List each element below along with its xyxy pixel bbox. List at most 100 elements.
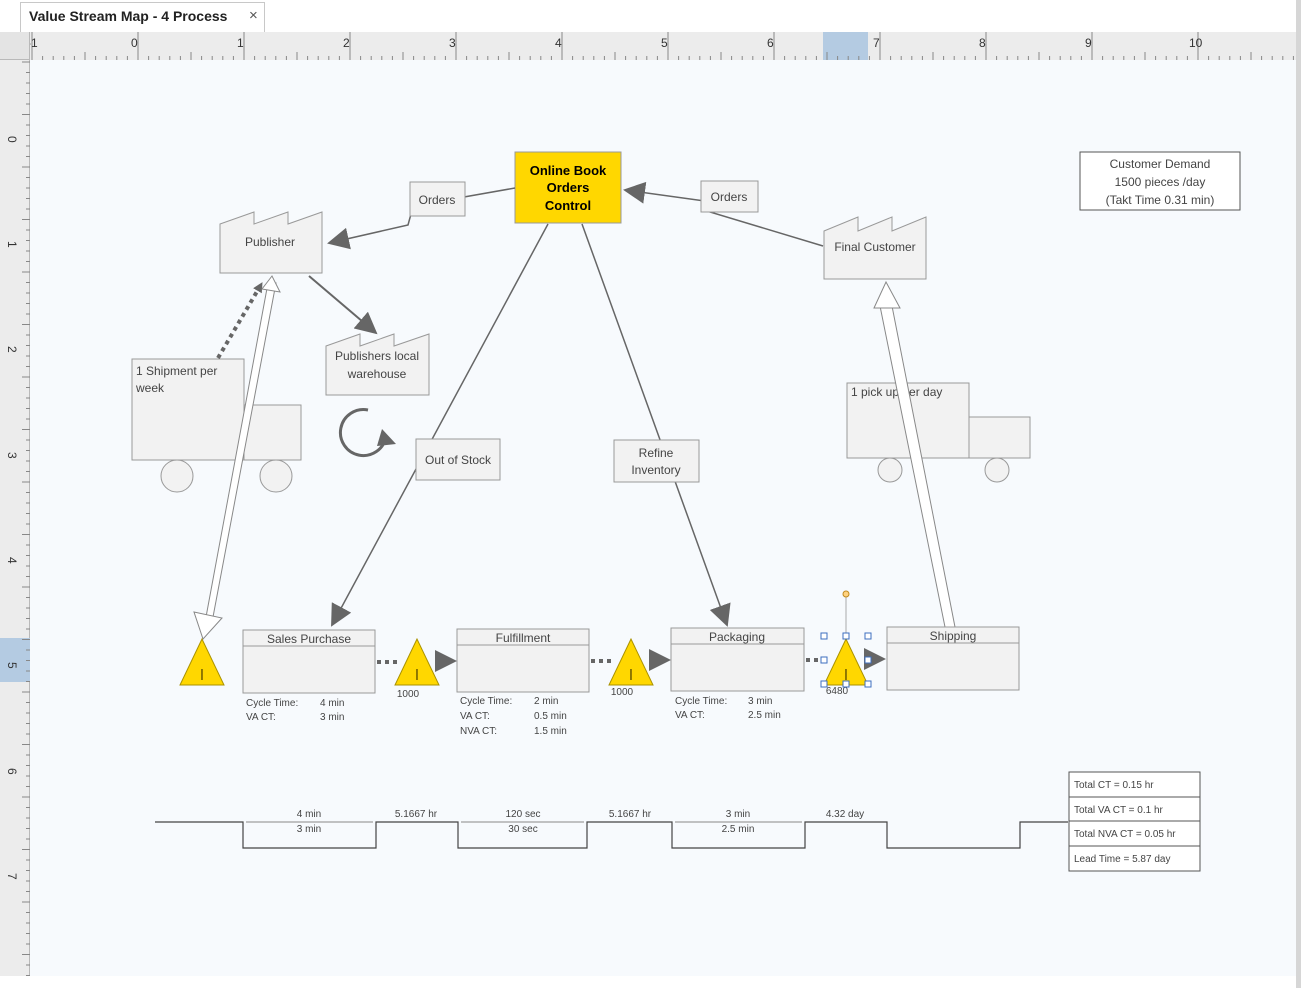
metric-label: VA CT: xyxy=(460,711,490,722)
metric-value: 4 min xyxy=(320,698,344,709)
schedule-arrow-to-packaging[interactable] xyxy=(581,223,731,627)
refine-inventory-label-line-2: Inventory xyxy=(631,463,680,477)
publisher-label: Publisher xyxy=(245,235,295,249)
timeline-wait-time: 4.32 day xyxy=(826,809,864,820)
ruler-corner xyxy=(0,32,30,60)
refresh-cycle-icon xyxy=(339,408,388,458)
ruler-label: 8 xyxy=(979,36,986,50)
metric-value: 3 min xyxy=(748,696,772,707)
total-nva-ct: Total NVA CT = 0.05 hr xyxy=(1074,829,1176,840)
inventory-marker: I xyxy=(844,667,848,684)
publisher-factory[interactable] xyxy=(219,211,323,274)
control-line-1: Online Book xyxy=(530,163,607,178)
metric-label: Cycle Time: xyxy=(246,698,298,709)
totals-table[interactable] xyxy=(1068,771,1201,872)
orders-label: Orders xyxy=(711,190,748,204)
shipment-arrow-left[interactable] xyxy=(193,275,281,640)
process-box[interactable] xyxy=(670,627,805,692)
inventory-triangle[interactable]: I xyxy=(179,637,225,686)
orders-label-box[interactable] xyxy=(409,181,466,217)
ruler-label: 6 xyxy=(5,768,19,775)
horizontal-ruler-graphics: -1 0 1 2 3 4 5 6 7 8 9 10 xyxy=(27,32,1294,60)
ruler-label: 7 xyxy=(873,36,880,50)
bottom-strip xyxy=(0,976,1296,988)
ruler-highlight xyxy=(0,638,30,682)
out-of-stock-label-box[interactable] xyxy=(415,438,501,481)
ruler-highlight xyxy=(823,32,868,60)
ruler-label: 0 xyxy=(5,136,19,143)
process-name: Fulfillment xyxy=(496,631,551,645)
customer-demand-line-1: Customer Demand xyxy=(1110,157,1211,171)
vertical-ruler-graphics: 0 1 2 3 4 5 6 7 xyxy=(0,61,30,976)
schedule-arrow-to-sales[interactable] xyxy=(331,223,549,627)
metric-label: VA CT: xyxy=(675,710,705,721)
pull-dotted-arrow[interactable] xyxy=(216,281,264,360)
selection-handles[interactable] xyxy=(820,590,872,688)
ruler-label: 5 xyxy=(661,36,668,50)
ruler-label: 1 xyxy=(237,36,244,50)
customer-demand-box[interactable] xyxy=(1079,151,1241,211)
inventory-triangle[interactable]: I xyxy=(608,637,654,686)
control-line-2: Orders xyxy=(547,180,590,195)
process-name: Sales Purchase xyxy=(267,632,351,646)
inventory-count: 1000 xyxy=(611,687,634,698)
timeline-process-time: 120 sec xyxy=(505,809,540,820)
production-control-box[interactable] xyxy=(514,151,622,224)
inventory-marker: I xyxy=(629,667,633,684)
refine-inventory-label-line-1: Refine xyxy=(639,446,674,460)
timeline-process-time: 3 min xyxy=(726,809,750,820)
ruler-label: 2 xyxy=(343,36,350,50)
metric-label: VA CT: xyxy=(246,712,276,723)
final-customer-factory[interactable] xyxy=(823,216,927,280)
warehouse-label-line-2: warehouse xyxy=(347,367,407,381)
left-truck-label-line-2: week xyxy=(135,381,165,395)
lead-time: Lead Time = 5.87 day xyxy=(1074,854,1170,865)
document-tab[interactable]: Value Stream Map - 4 Process × xyxy=(20,2,265,32)
process-box[interactable] xyxy=(456,628,590,693)
ruler-label: 6 xyxy=(767,36,774,50)
total-va-ct: Total VA CT = 0.1 hr xyxy=(1074,805,1164,816)
close-icon[interactable]: × xyxy=(249,7,258,24)
ruler-label: 3 xyxy=(449,36,456,50)
out-of-stock-label: Out of Stock xyxy=(425,453,492,467)
tab-title: Value Stream Map - 4 Process xyxy=(29,8,228,24)
inventory-count: 1000 xyxy=(397,689,420,700)
customer-demand-line-3: (Takt Time 0.31 min) xyxy=(1106,193,1215,207)
left-truck-label-line-1: 1 Shipment per xyxy=(136,364,217,378)
orders-label-box[interactable] xyxy=(700,180,759,213)
ruler-label: 9 xyxy=(1085,36,1092,50)
metric-value: 0.5 min xyxy=(534,711,567,722)
inventory-count: 6480 xyxy=(826,686,849,697)
tab-bar: Value Stream Map - 4 Process × xyxy=(0,0,1301,33)
timeline-va-time: 3 min xyxy=(297,824,321,835)
right-truck-label: 1 pick up per day xyxy=(851,385,942,399)
inventory-marker: I xyxy=(415,667,419,684)
drawing-canvas[interactable]: Online Book Orders Control Customer Dema… xyxy=(30,60,1296,976)
timeline-ladder[interactable] xyxy=(155,821,1068,849)
process-box[interactable] xyxy=(886,626,1020,691)
publishers-warehouse-factory[interactable] xyxy=(325,333,430,396)
ruler-ticks xyxy=(22,61,30,976)
publisher-to-warehouse-arrow[interactable] xyxy=(308,275,378,335)
metric-value: 3 min xyxy=(320,712,344,723)
vertical-ruler[interactable]: 0 1 2 3 4 5 6 7 xyxy=(0,60,30,976)
horizontal-ruler[interactable]: -1 0 1 2 3 4 5 6 7 8 9 10 xyxy=(27,32,1296,61)
control-line-3: Control xyxy=(545,198,591,213)
left-shipment-truck[interactable] xyxy=(131,358,302,493)
process-box[interactable] xyxy=(242,629,376,694)
ruler-ticks xyxy=(31,32,1294,60)
ruler-label: 2 xyxy=(5,346,19,353)
inventory-marker: I xyxy=(200,667,204,684)
window-frame xyxy=(1296,0,1301,988)
inventory-triangle-selected[interactable]: I xyxy=(823,637,869,686)
inventory-triangle[interactable]: I xyxy=(394,637,440,686)
ruler-label: 3 xyxy=(5,452,19,459)
metric-value: 2 min xyxy=(534,696,558,707)
refine-inventory-label-box[interactable] xyxy=(613,439,700,483)
ruler-label: 4 xyxy=(555,36,562,50)
timeline-wait-time: 5.1667 hr xyxy=(609,809,652,820)
timeline-process-time: 4 min xyxy=(297,809,321,820)
ruler-label: 0 xyxy=(131,36,138,50)
metric-label: Cycle Time: xyxy=(460,696,512,707)
metric-label: Cycle Time: xyxy=(675,696,727,707)
